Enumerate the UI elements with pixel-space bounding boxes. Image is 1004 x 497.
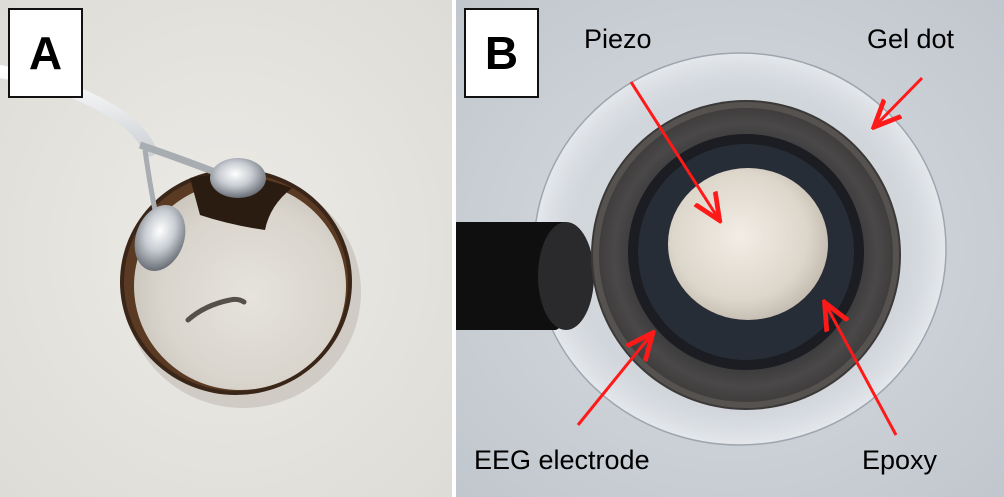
gel-dot-arrow bbox=[876, 76, 924, 125]
sensor-assembly-photo bbox=[456, 0, 1004, 497]
scratch-mark bbox=[185, 296, 247, 323]
panel-b-photo: B Piezo Gel dot EEG electrode Epoxy bbox=[456, 0, 1004, 497]
piezo-annotation: Piezo bbox=[584, 24, 652, 54]
panel-b-label: B bbox=[464, 8, 539, 98]
silver-wire-1 bbox=[138, 141, 217, 176]
solder-blob-left bbox=[134, 205, 186, 271]
eeg-electrode-annotation: EEG electrode bbox=[474, 445, 650, 475]
piezo-arrow bbox=[629, 81, 718, 218]
gel-dot-annotation: Gel dot bbox=[867, 24, 955, 54]
epoxy-annotation: Epoxy bbox=[862, 445, 938, 475]
eeg-electrode-arrow bbox=[576, 335, 651, 426]
piezo-disc bbox=[668, 168, 828, 320]
epoxy-arrow bbox=[826, 305, 898, 436]
panel-a-label: A bbox=[8, 8, 83, 98]
panel-a-photo: A bbox=[0, 0, 452, 497]
solder-blob-top bbox=[210, 158, 266, 198]
silver-wire-2 bbox=[142, 149, 158, 211]
disc-ceramic-face bbox=[134, 182, 346, 390]
eeg-cable-end bbox=[538, 222, 594, 330]
